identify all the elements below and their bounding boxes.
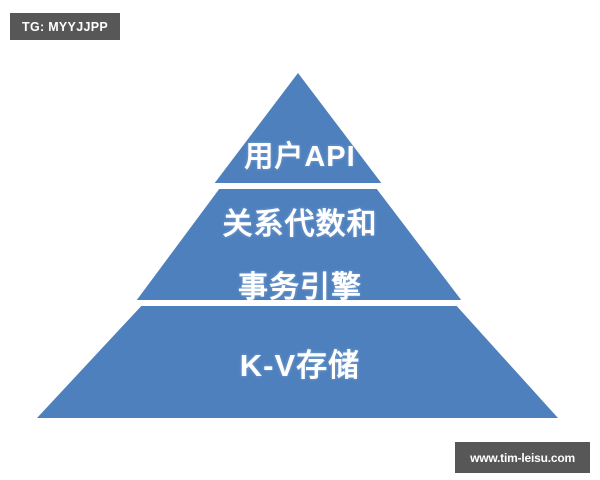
pyramid-tier-middle[interactable] — [136, 189, 462, 300]
channel-badge: TG: MYYJJPP — [10, 13, 120, 40]
pyramid-tier-bottom[interactable] — [37, 306, 558, 418]
pyramid-tier-top-label: 用户API — [244, 141, 356, 173]
pyramid-tier-middle-label-line2: 事务引擎 — [238, 271, 362, 304]
channel-badge-label: TG: MYYJJPP — [22, 19, 108, 34]
pyramid-tier-top[interactable] — [214, 73, 382, 183]
site-watermark-label: www.tim-leisu.com — [470, 450, 575, 465]
pyramid-tier-middle-label-line1: 关系代数和 — [222, 208, 378, 241]
site-watermark: www.tim-leisu.com — [455, 442, 590, 473]
pyramid-tier-bottom-label: K-V存储 — [239, 348, 361, 383]
